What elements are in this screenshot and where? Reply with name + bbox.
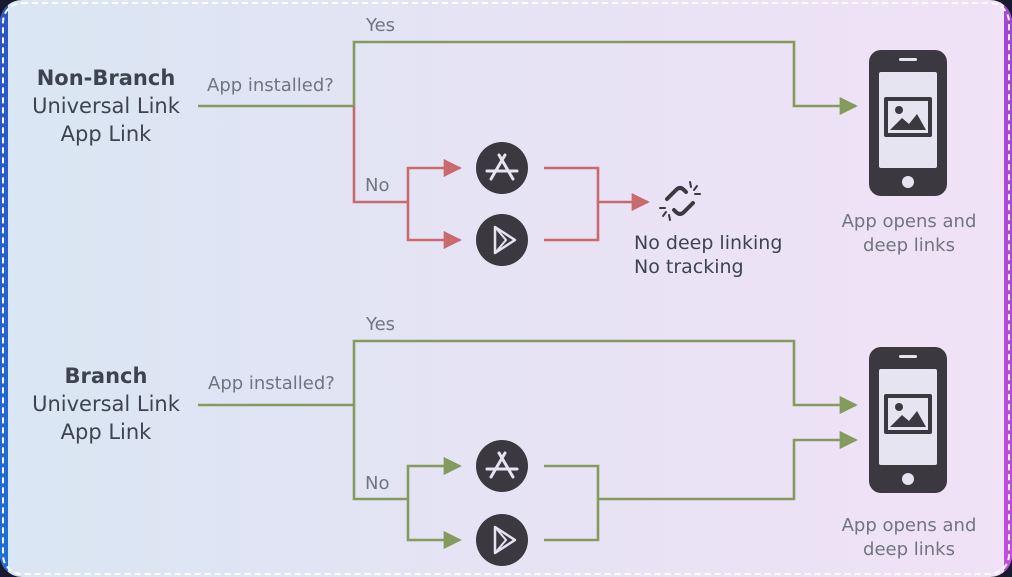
bottom-flow: Branch Universal Link App Link App insta… bbox=[32, 314, 977, 568]
top-no-connector bbox=[352, 106, 408, 204]
bottom-result-1: App opens and bbox=[842, 515, 977, 536]
top-question: App installed? bbox=[207, 75, 334, 96]
phone-icon bbox=[869, 50, 947, 196]
left-edge bbox=[0, 0, 8, 577]
play-store-icon bbox=[474, 212, 530, 268]
top-subtitle-1: Universal Link bbox=[32, 94, 181, 118]
bottom-subtitle-2: App Link bbox=[61, 420, 153, 444]
top-no-to-appstore bbox=[406, 158, 462, 202]
bottom-no-to-appstore bbox=[406, 456, 462, 499]
app-store-icon bbox=[474, 140, 530, 196]
bottom-merge-to-app bbox=[544, 440, 856, 542]
top-yes-label: Yes bbox=[365, 15, 395, 36]
top-result-2: deep links bbox=[863, 235, 955, 256]
top-no-label: No bbox=[365, 175, 389, 196]
bottom-title: Branch bbox=[65, 364, 148, 388]
app-store-icon bbox=[474, 438, 530, 494]
top-flow: Non-Branch Universal Link App Link App i… bbox=[32, 15, 976, 278]
play-store-icon bbox=[474, 512, 530, 568]
bottom-yes-connector bbox=[198, 339, 856, 405]
bottom-no-connector bbox=[352, 405, 408, 501]
fail-line-1: No deep linking bbox=[634, 232, 782, 254]
bottom-subtitle-1: Universal Link bbox=[32, 392, 181, 416]
bottom-yes-label: Yes bbox=[365, 314, 395, 335]
broken-link-icon bbox=[659, 181, 701, 221]
top-no-to-playstore bbox=[406, 202, 462, 250]
bottom-no-label: No bbox=[365, 473, 389, 494]
bottom-question: App installed? bbox=[208, 373, 335, 394]
phone-icon bbox=[869, 347, 947, 493]
fail-line-2: No tracking bbox=[634, 256, 744, 278]
top-subtitle-2: App Link bbox=[61, 122, 153, 146]
top-title: Non-Branch bbox=[37, 66, 176, 90]
top-result-1: App opens and bbox=[842, 211, 977, 232]
top-merge-to-fail bbox=[544, 166, 648, 242]
bottom-result-2: deep links bbox=[863, 539, 955, 560]
top-yes-connector bbox=[198, 40, 856, 106]
bottom-no-to-playstore bbox=[406, 499, 462, 550]
